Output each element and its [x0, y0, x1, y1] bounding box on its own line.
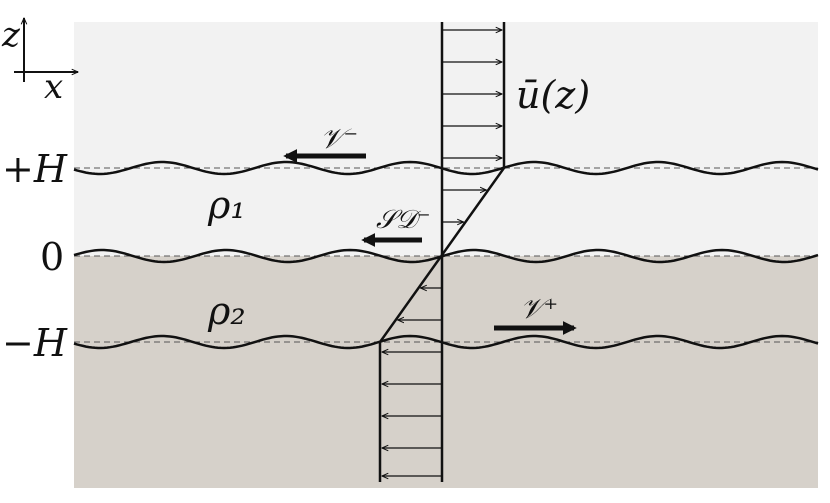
z-axis-label: z: [1, 15, 21, 55]
x-axis-label: x: [44, 67, 63, 107]
upper-fluid-region: [74, 22, 818, 256]
velocity-profile-curve: [378, 22, 506, 482]
interface-wave-bottom: [73, 334, 819, 350]
mode-label-v-minus: 𝒱⁻: [320, 122, 358, 155]
lower-fluid-region: [74, 256, 818, 488]
interface-wave-top: [73, 160, 819, 176]
level-label-middle: 0: [40, 235, 64, 279]
mode-label-sd-minus: 𝒮𝒟⁻: [376, 205, 431, 235]
density-label-lower: ρ₂: [207, 289, 246, 333]
mode-label-v-plus: 𝒱⁺: [520, 292, 558, 325]
density-label-upper: ρ₁: [207, 183, 246, 227]
interface-wave-middle: [73, 248, 819, 264]
profile-label: ū(z): [516, 73, 590, 117]
level-label-bottom: −H: [2, 321, 68, 365]
level-label-top: +H: [2, 147, 68, 191]
velocity-arrows: [382, 30, 502, 476]
